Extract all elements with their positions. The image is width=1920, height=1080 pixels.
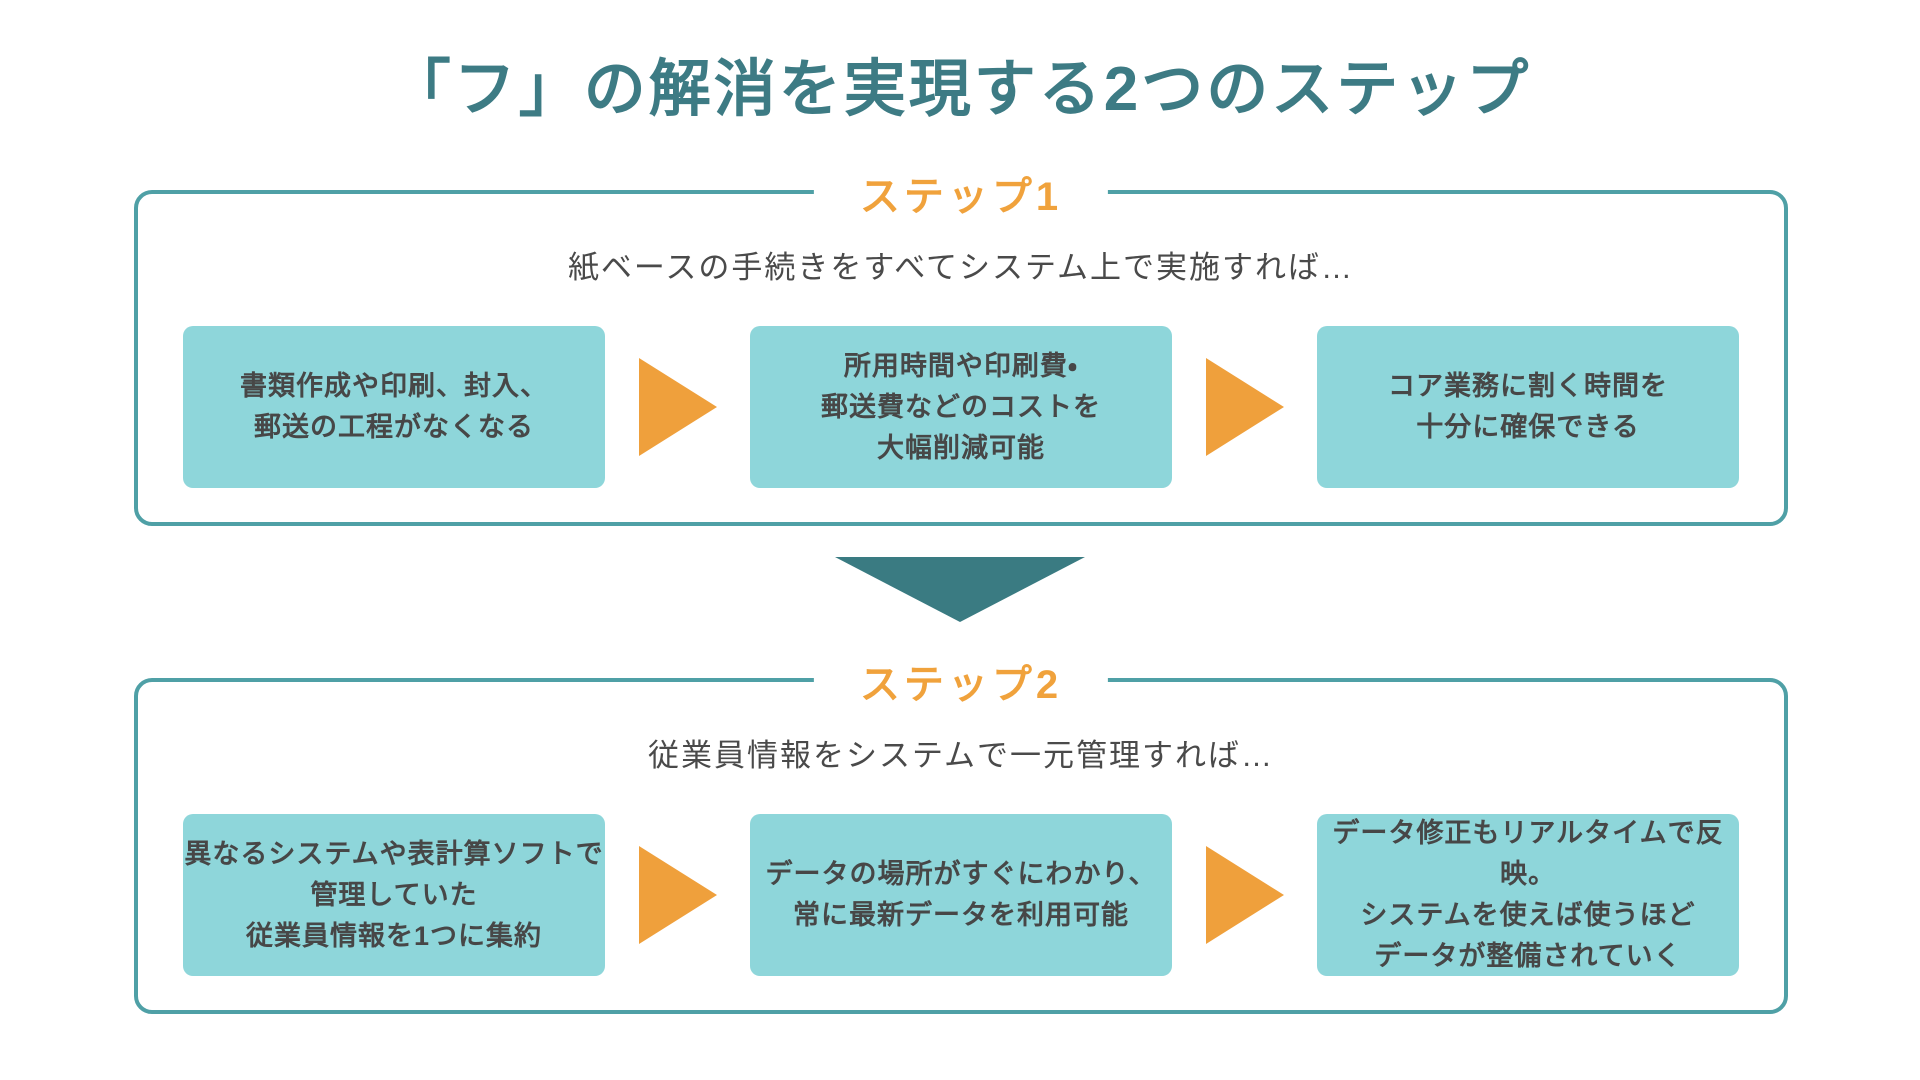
right-arrow-icon	[638, 358, 717, 456]
box-line: 異なるシステムや表計算ソフトで	[184, 838, 604, 869]
step1-subtitle: 紙ベースの手続きをすべてシステム上で実施すれば…	[567, 250, 1355, 285]
box-line: 管理していた	[310, 879, 478, 910]
step1-boxes-row: 書類作成や印刷、封入、 郵送の工程がなくなる 所用時間や印刷費・ 郵送費などのコ…	[138, 326, 1784, 488]
step2-boxes-row: 異なるシステムや表計算ソフトで 管理していた 従業員情報を1つに集約 データの場…	[138, 814, 1784, 976]
box-line: 十分に確保できる	[1416, 412, 1640, 442]
step2-box-2: データの場所がすぐにわかり、 常に最新データを利用可能	[750, 814, 1172, 976]
right-arrow-icon	[1205, 358, 1284, 456]
box-line: データ修正もリアルタイムで反映。	[1332, 818, 1724, 889]
box-line: データが整備されていく	[1374, 941, 1682, 971]
step2-subtitle: 従業員情報をシステムで一元管理すれば…	[647, 738, 1275, 773]
page-title: 「フ」の解消を実現する2つのステップ	[388, 55, 1532, 124]
box-line: 所用時間や印刷費・	[843, 350, 1079, 381]
step1-box-1: 書類作成や印刷、封入、 郵送の工程がなくなる	[183, 326, 605, 488]
step2-box-1: 異なるシステムや表計算ソフトで 管理していた 従業員情報を1つに集約	[183, 814, 605, 976]
step1-box-3: コア業務に割く時間を 十分に確保できる	[1317, 326, 1739, 488]
right-arrow-icon	[1205, 846, 1284, 944]
box-line: データの場所がすぐにわかり、	[765, 859, 1157, 889]
step2-box-3: データ修正もリアルタイムで反映。 システムを使えば使うほど データが整備されてい…	[1317, 814, 1739, 976]
box-line: 書類作成や印刷、封入、	[240, 371, 548, 401]
step1-label: ステップ1	[813, 163, 1109, 222]
right-arrow-icon	[638, 846, 717, 944]
box-line: 大幅削減可能	[877, 432, 1045, 463]
box-line: 郵送の工程がなくなる	[254, 412, 534, 442]
step1-section: ステップ1 紙ベースの手続きをすべてシステム上で実施すれば… 書類作成や印刷、封…	[134, 163, 1788, 526]
box-line: 従業員情報を1つに集約	[245, 920, 543, 951]
box-line: 常に最新データを利用可能	[793, 900, 1129, 930]
step2-label: ステップ2	[813, 651, 1109, 710]
step2-section: ステップ2 従業員情報をシステムで一元管理すれば… 異なるシステムや表計算ソフト…	[134, 651, 1788, 1014]
box-line: 郵送費などのコストを	[821, 391, 1101, 422]
step1-box-2: 所用時間や印刷費・ 郵送費などのコストを 大幅削減可能	[750, 326, 1172, 488]
box-line: コア業務に割く時間を	[1388, 371, 1668, 401]
box-line: システムを使えば使うほど	[1360, 900, 1696, 930]
down-arrow-icon	[835, 557, 1085, 622]
